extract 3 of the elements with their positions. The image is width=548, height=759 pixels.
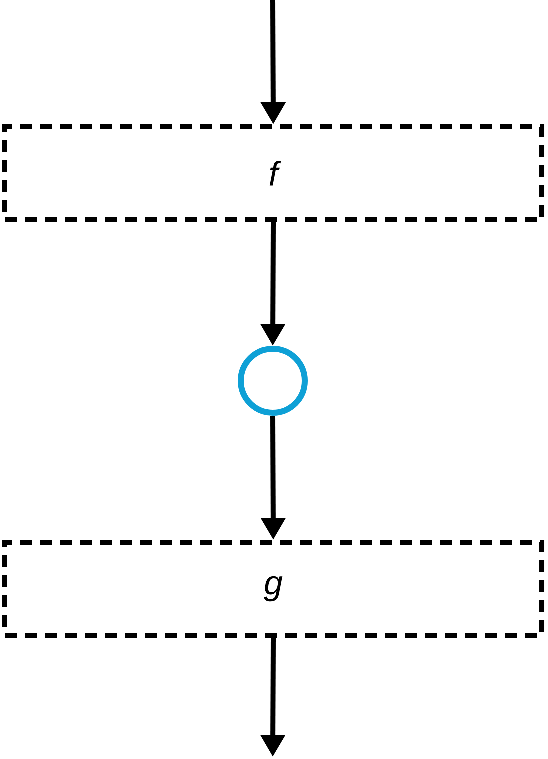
- function-box: f: [2, 124, 544, 222]
- junction-circle: [238, 346, 308, 416]
- function-box: g: [2, 540, 544, 638]
